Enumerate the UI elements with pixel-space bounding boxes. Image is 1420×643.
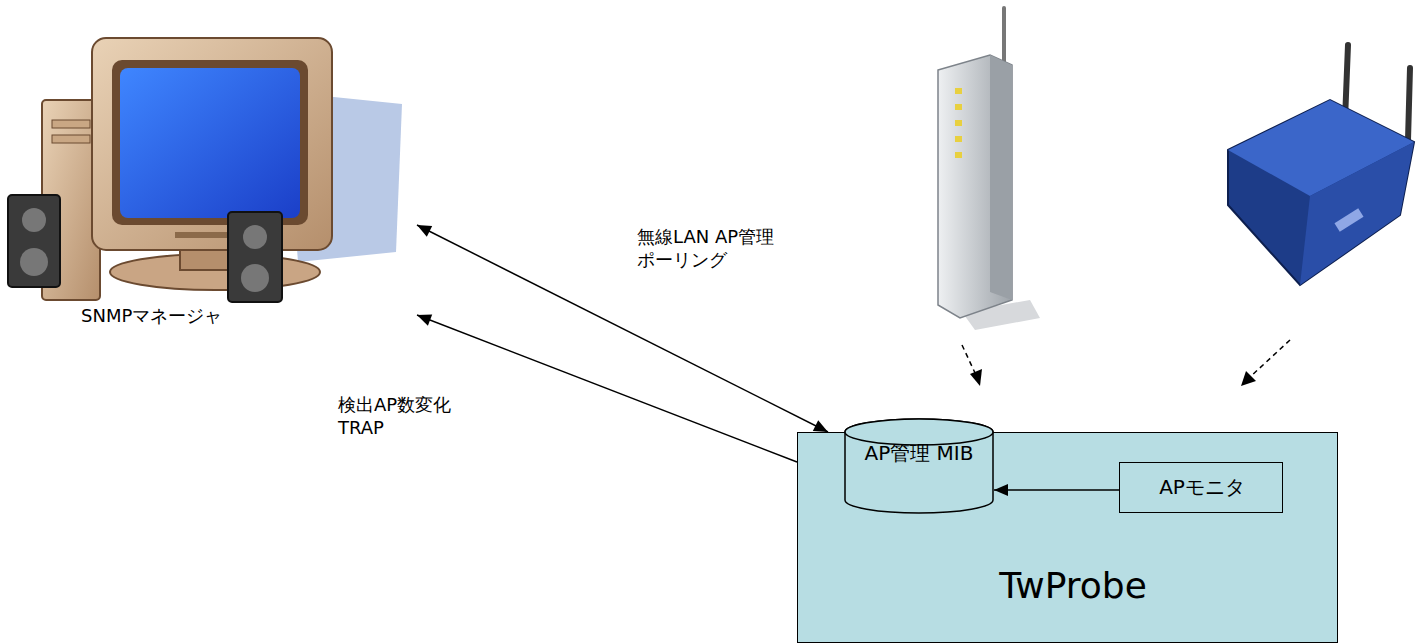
connector-line [994, 489, 1119, 491]
computer-illustration [8, 38, 402, 302]
connector-arrow [994, 484, 1119, 496]
connector-line [417, 225, 828, 432]
connector-line [417, 315, 797, 462]
arrow-head [417, 225, 432, 237]
arrow-head [994, 484, 1008, 496]
probe-title: TwProbe [948, 563, 1198, 608]
probe-box: TwProbe AP管理 MIB APモニタ [797, 432, 1338, 643]
edge-label: 検出AP数変化 TRAP [338, 394, 462, 439]
cylinder-outline [844, 419, 994, 513]
arrow-head [813, 420, 828, 432]
connector-arrow [417, 225, 828, 432]
connector-arrow [417, 314, 797, 462]
cylinder-body [845, 419, 993, 513]
node-label: AP管理 MIB [864, 441, 974, 466]
dashed-arrow [962, 340, 1290, 386]
process-box: APモニタ [1119, 462, 1283, 513]
node-label: APモニタ [1120, 475, 1284, 500]
arrow-head [417, 314, 432, 325]
edge-label: 無線LAN AP管理 ポーリング [637, 226, 787, 271]
database-cylinder: AP管理 MIB [844, 419, 994, 513]
node-label: SNMPマネージャ [81, 305, 301, 328]
router-illustration [1228, 45, 1414, 285]
access-point-illustration [938, 8, 1040, 330]
manager-node: SNMPマネージャ [5, 35, 417, 335]
